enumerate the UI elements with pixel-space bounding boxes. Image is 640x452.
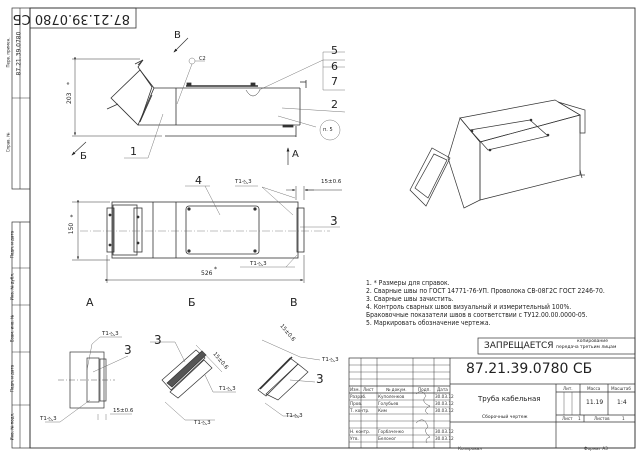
strip-podp-data-1: Подп. и дата (9, 230, 15, 259)
section-b-label: Б (188, 296, 196, 309)
callout-3-top: 3 (330, 214, 338, 228)
callout-2: 2 (331, 98, 338, 111)
copy-notice-small-2: передача третьим лицам (556, 345, 617, 350)
tech-note-4: 4. Контроль сварных швов визуальный и из… (366, 303, 572, 311)
hdr-masshtab: Масштаб (611, 386, 631, 391)
callout-3-v: 3 (316, 372, 324, 386)
weld-symbol-a-2: Т1-◺3 (40, 416, 57, 422)
section-v-label: В (290, 296, 298, 309)
row-role-1: Разраб. (350, 394, 367, 399)
row-date-2: 30.03.12 (435, 401, 454, 406)
strip-perv-primen-label: Перв. примен. (5, 37, 11, 68)
strip-inv-podl: Инв. № подл. (9, 412, 15, 441)
dim-weld-top: 15±0.6 (321, 179, 342, 185)
row-date-1: 30.03.12 (435, 394, 454, 399)
dim-203: 203 (66, 92, 73, 104)
view-arrow-a-label: А (292, 149, 299, 160)
sheets-value: 1 (622, 416, 625, 421)
tech-note-2: 2. Сварные швы по ГОСТ 14771-76-УП. Пров… (366, 287, 605, 295)
isometric-view (409, 99, 586, 209)
hdr-listov: Листов (594, 416, 610, 421)
callout-3-a: 3 (124, 343, 132, 357)
svg-text:*: * (66, 82, 73, 85)
callout-3-b: 3 (154, 333, 162, 347)
section-a-label: А (86, 296, 94, 309)
weld-symbol-top-1: Т1-◺3 (235, 179, 252, 185)
sheet-value: 1 (578, 416, 581, 421)
copy-notice-big: ЗАПРЕЩАЕТСЯ (484, 341, 554, 351)
footer-format: Формат А3 (584, 446, 608, 451)
hdr-podp: Подп. (418, 387, 431, 392)
hdr-izm: Изм. (350, 387, 360, 392)
row-name-5: Горбаченко (378, 429, 404, 434)
row-role-5: Н. контр. (350, 429, 371, 434)
row-name-2: Голубьев (378, 401, 399, 406)
callout-7: 7 (331, 75, 338, 88)
tech-note-1: 1. * Размеры для справок. (366, 279, 450, 287)
view-arrow-b-label: Б (80, 151, 87, 162)
mirrored-designation: 87.21.39.0780 СБ (12, 11, 130, 26)
title-block (348, 337, 636, 449)
drawing-designation: 87.21.39.0780 СБ (466, 361, 593, 377)
chamfer-c2: С2 (199, 56, 206, 62)
row-name-6: Белоног (378, 436, 397, 441)
weld-symbol-v-1: Т1-◺3 (322, 357, 339, 363)
callout-6: 6 (331, 60, 338, 73)
row-role-6: Утв. (350, 436, 359, 441)
dim-150: 150 (68, 222, 76, 235)
weld-symbol-b-1: Т1-◺3 (219, 386, 236, 392)
hdr-lit: Лит. (563, 386, 573, 391)
row-date-3: 30.03.12 (435, 408, 454, 413)
strip-podp-data-2: Подп. и дата (9, 364, 15, 393)
mass-value: 11.19 (586, 399, 604, 406)
detail-views (58, 349, 309, 409)
hdr-data: Дата (437, 387, 448, 392)
dim-526-star: * (214, 266, 217, 273)
strip-perv-primen-value: 87.21.39.0780 (15, 31, 23, 76)
weld-symbol-top-2: Т1-◺3 (250, 261, 267, 267)
callout-4: 4 (195, 174, 202, 187)
hdr-n-dokum: № докум. (386, 387, 407, 392)
weld-symbol-b-2: Т1-◺3 (194, 420, 211, 426)
footer-copied: Копировал (458, 446, 482, 451)
top-view (106, 201, 305, 259)
row-name-3: Ким (378, 408, 387, 413)
row-role-3: Т. контр. (350, 408, 370, 413)
scale-value: 1:4 (617, 399, 627, 406)
strip-vzam-inv: Взам. инв. № (9, 314, 15, 343)
drawing-doc-type: Сборочный чертеж (482, 415, 528, 420)
note-ref-p5: п. 5 (323, 127, 333, 133)
callout-1: 1 (130, 145, 137, 158)
tech-note-4b: Браковочные показатели швов в соответств… (366, 311, 588, 319)
sheet-frame (29, 7, 636, 449)
hdr-list2: Лист (562, 416, 573, 421)
row-name-1: Куполенков (378, 394, 405, 399)
weld-symbol-a-1: Т1-◺3 (102, 331, 119, 337)
callout-5: 5 (331, 44, 338, 57)
tech-note-3: 3. Сварные швы зачистить. (366, 295, 454, 303)
row-date-5: 30.03.12 (435, 429, 454, 434)
dim-weld-a: 15±0.6 (113, 408, 134, 414)
weld-symbol-v-2: Т1-◺3 (286, 413, 303, 419)
row-role-2: Пров. (350, 401, 363, 406)
dim-150-star: * (70, 214, 73, 221)
side-view (106, 59, 307, 137)
hdr-list: Лист (363, 387, 374, 392)
drawing-title: Труба кабельная (478, 395, 541, 403)
strip-sprav-label: Справ. № (5, 132, 11, 153)
tech-note-5: 5. Маркировать обозначение чертежа. (366, 319, 491, 327)
row-date-6: 30.03.12 (435, 436, 454, 441)
view-arrow-v-label: В (174, 30, 181, 41)
hdr-massa: Масса (587, 386, 601, 391)
copy-notice-small-1: копирование (577, 339, 608, 344)
strip-inv-dubl: Инв. № дубл. (9, 272, 15, 301)
dim-526: 526 (201, 270, 213, 277)
